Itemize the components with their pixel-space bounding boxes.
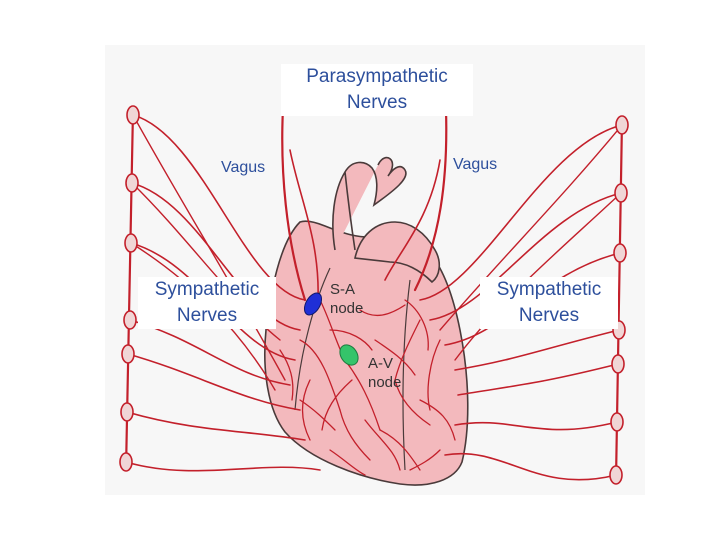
vagus-nerve-left	[281, 106, 307, 302]
left-sympathetic-fiber	[131, 182, 301, 331]
right-sympathetic-fiber	[454, 421, 618, 431]
right-ganglion	[615, 115, 629, 135]
cardiac-nerve-branch	[409, 449, 441, 471]
aorta	[332, 156, 407, 251]
cardiac-nerve-branch	[321, 379, 353, 431]
sa-node-label: S-A node	[330, 280, 363, 318]
left-sympathetic-fiber	[125, 461, 321, 472]
left-ganglion	[121, 344, 135, 364]
sympathetic-left-label: Sympathetic Nerves	[138, 277, 276, 329]
left-ganglion	[126, 105, 140, 125]
cardiac-nerve-branch	[427, 339, 441, 411]
cardiac-nerve-branch	[301, 379, 311, 441]
right-sympathetic-fiber	[454, 192, 622, 361]
cardiac-nerve-branch	[339, 409, 371, 461]
right-sympathetic-fiber	[429, 192, 622, 321]
left-ganglion	[125, 173, 139, 193]
left-sympathetic-fiber	[132, 114, 286, 381]
vagus-nerve-right-branch	[384, 159, 441, 281]
right-sympathetic-fiber	[439, 124, 623, 331]
left-ganglion	[124, 233, 138, 253]
cardiac-nerve-branch	[394, 379, 431, 426]
sympathetic-right-line2: Nerves	[518, 305, 580, 326]
cardiac-nerve-branch	[329, 329, 373, 351]
ganglion-chains	[119, 105, 629, 485]
right-sympathetic-fiber	[444, 452, 617, 481]
cardiac-nerve-branch	[374, 339, 416, 376]
sa-node-label-line2: node	[330, 300, 364, 317]
heart-septum	[294, 267, 411, 471]
av-node-label-line2: node	[368, 374, 402, 391]
left-sympathetic-fiber	[126, 411, 306, 441]
right-sympathetic-fiber	[457, 363, 619, 396]
left-sympathetic-fiber	[127, 353, 301, 411]
sympathetic-left-line1: Sympathetic	[154, 279, 260, 300]
sympathetic-right-label: Sympathetic Nerves	[480, 277, 618, 329]
right-ganglion	[614, 183, 628, 203]
cardiac-nerve-branch	[329, 449, 366, 476]
right-ganglion	[610, 412, 624, 432]
sa-node-label-line1: S-A	[330, 281, 356, 298]
av-node-label-line1: A-V	[368, 355, 394, 372]
cardiac-nerve-branch	[344, 359, 381, 431]
left-ganglion	[120, 402, 134, 422]
cardiac-nerve-branch	[299, 339, 341, 411]
sympathetic-left-line2: Nerves	[176, 305, 238, 326]
cardiac-nerve-branch	[394, 319, 421, 381]
vagus-nerve-left-branch	[289, 149, 319, 301]
left-ganglion	[123, 310, 137, 330]
right-sympathetic-fiber	[454, 329, 620, 371]
parasympathetic-label: Parasympathetic Nerves	[281, 64, 473, 116]
right-ganglion	[613, 243, 627, 263]
vagus-nerve-right	[413, 108, 448, 292]
cardiac-nerve-branch	[404, 299, 429, 351]
cardiac-nerve-branch	[359, 304, 406, 317]
right-sympathetic-fiber	[419, 124, 623, 301]
sa-node	[303, 292, 323, 316]
sympathetic-right-line1: Sympathetic	[496, 279, 602, 300]
vagus-right-label: Vagus	[453, 156, 498, 173]
cardiac-nerve-branch	[364, 419, 401, 471]
right-ganglion	[609, 465, 623, 485]
av-node	[339, 344, 359, 366]
cardiac-nerve-branch	[279, 349, 294, 401]
av-node-label: A-V node	[368, 354, 401, 392]
parasympathetic-line2: Nerves	[346, 92, 408, 113]
cardiac-nerve-branch	[419, 399, 456, 441]
right-ganglion	[611, 354, 625, 374]
left-ganglion	[119, 452, 133, 472]
cardiac-nerve-branch	[299, 399, 336, 431]
parasympathetic-line1: Parasympathetic	[306, 66, 448, 87]
left-sympathetic-fiber	[132, 114, 306, 301]
vagus-left-label: Vagus	[221, 159, 266, 176]
pulmonary-trunk	[354, 221, 441, 284]
